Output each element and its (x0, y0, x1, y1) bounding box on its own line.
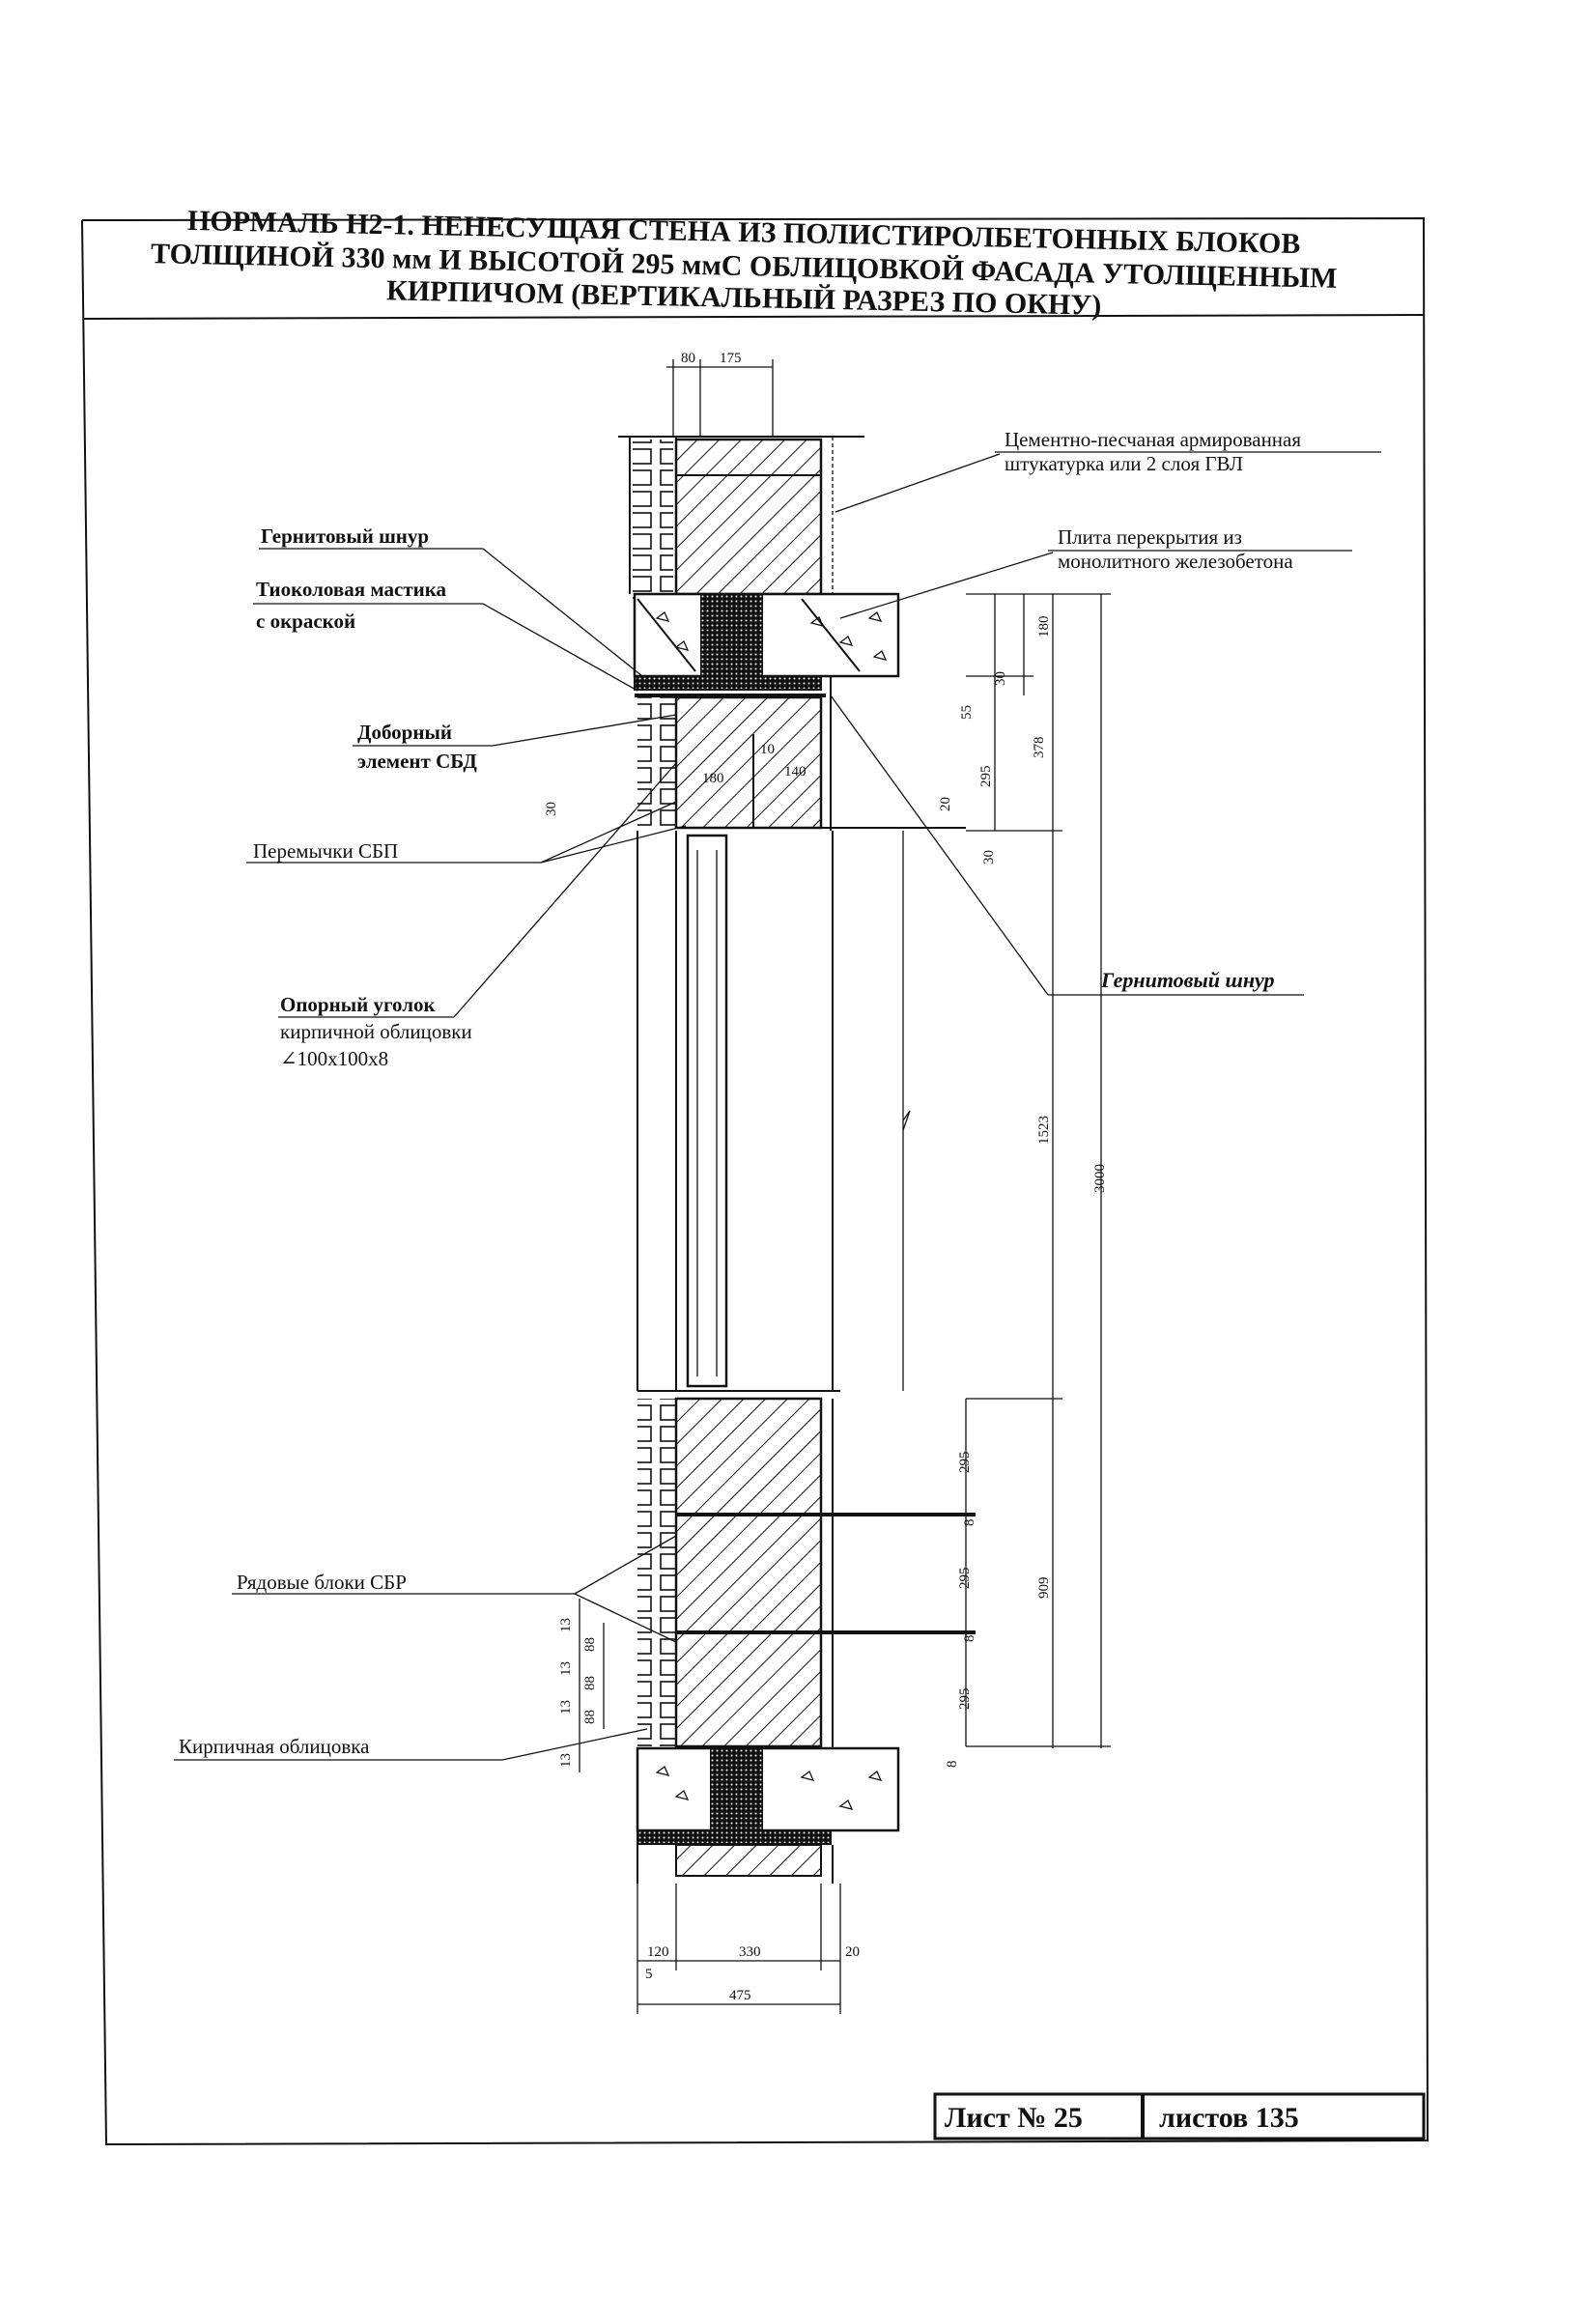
wall-section (618, 436, 976, 1884)
dim-88-c: 88 (582, 1710, 598, 1724)
dim-bottom-120: 120 (647, 1944, 669, 1960)
dim-909: 909 (1036, 1577, 1052, 1600)
callout-mastic-line2: с окраской (256, 609, 355, 633)
callout-extra-line2: элемент СБД (357, 750, 477, 773)
dim-8-c: 8 (945, 1761, 960, 1769)
dim-8-b: 8 (962, 1635, 977, 1643)
dim-295-c: 295 (957, 1568, 973, 1590)
dim-13-b: 13 (558, 1661, 574, 1676)
dim-top-175: 175 (720, 351, 742, 366)
dim-3000: 3000 (1092, 1164, 1108, 1193)
dim-295-top: 295 (978, 766, 994, 788)
window-opening (637, 831, 911, 1391)
dim-8-a: 8 (962, 1519, 977, 1527)
callout-slab-line2: монолитного железобетона (1058, 550, 1293, 573)
dim-30-left: 30 (544, 802, 559, 816)
window-frame (686, 834, 728, 1388)
callout-slab-line1: Плита перекрытия из (1058, 525, 1242, 549)
stamp-sheet-total: листов 135 (1159, 2102, 1299, 2134)
brick-facing-top (633, 439, 673, 599)
callout-brick-facing: Кирпичная облицовка (179, 1735, 370, 1758)
dim-55: 55 (959, 705, 975, 720)
callout-cord-top: Гернитовый шнур (261, 524, 429, 548)
dim-bottom-20: 20 (845, 1944, 860, 1960)
sealant-strip-bottom (637, 1829, 832, 1845)
dim-top-80: 80 (681, 351, 695, 366)
callout-angle-line1: Опорный уголок (280, 993, 436, 1016)
callout-lintel: Перемычки СБП (253, 839, 398, 863)
brick-facing-bottom (637, 1399, 676, 1746)
floor-slab-bottom (636, 1746, 900, 1832)
callout-angle-line2: кирпичной облицовки (280, 1020, 472, 1043)
dim-20: 20 (938, 797, 953, 811)
callout-cord-right: Гернитовый шнур (1100, 968, 1275, 992)
callout-angle-line3: ∠100x100x8 (280, 1047, 388, 1070)
extra-element-sbd (674, 695, 823, 830)
dim-140: 140 (784, 764, 807, 779)
sheet-frame (81, 216, 1429, 2146)
slab-insulation-bottom (710, 1748, 763, 1830)
dim-1523: 1523 (1036, 1116, 1052, 1145)
callouts: Цементно-песчаная армированная штукатурк… (174, 428, 1381, 1761)
callout-plaster-line2: штукатурка или 2 слоя ГВЛ (1005, 452, 1243, 475)
stamp-sheet-number: Лист № 25 (945, 2102, 1083, 2134)
dim-bottom-475: 475 (729, 1988, 751, 2003)
dim-13-c: 13 (558, 1700, 574, 1715)
sheet-stamp: Лист № 25 листов 135 (933, 2092, 1426, 2140)
slab-insulation-top (700, 594, 763, 676)
dim-13-a: 13 (558, 1618, 574, 1632)
brick-facing-lintel (637, 697, 676, 828)
dimensions: 80 175 180 30 55 378 295 180 10 140 30 2… (544, 351, 1111, 2014)
sealant-strip-top (634, 675, 822, 691)
dim-30-c: 30 (981, 850, 997, 864)
dim-30: 30 (993, 671, 1008, 686)
dim-295-d: 295 (957, 1688, 973, 1711)
wall-block-top (674, 438, 823, 596)
dim-180: 180 (1036, 616, 1052, 638)
callout-blocks-sbr: Рядовые блоки СБР (237, 1571, 407, 1594)
floor-slab-top (633, 592, 900, 678)
title-block: НОРМАЛЬ Н2-1. НЕНЕСУЩАЯ СТЕНА ИЗ ПОЛИСТИ… (151, 205, 1338, 322)
callout-plaster-line1: Цементно-песчаная армированная (1005, 428, 1301, 451)
dim-295-b: 295 (957, 1452, 973, 1474)
dim-180-b: 180 (702, 771, 724, 786)
callout-mastic-line1: Тиоколовая мастика (256, 578, 447, 601)
dim-10: 10 (760, 742, 775, 757)
dim-88-b: 88 (582, 1676, 598, 1690)
dim-13-d: 13 (558, 1753, 574, 1768)
callout-extra-line1: Доборный (357, 721, 452, 744)
wall-blocks-sbr (674, 1397, 823, 1748)
dim-bottom-5: 5 (645, 1967, 653, 1982)
dim-378: 378 (1032, 737, 1047, 759)
dim-88-a: 88 (582, 1637, 598, 1652)
dim-bottom-330: 330 (739, 1944, 761, 1960)
